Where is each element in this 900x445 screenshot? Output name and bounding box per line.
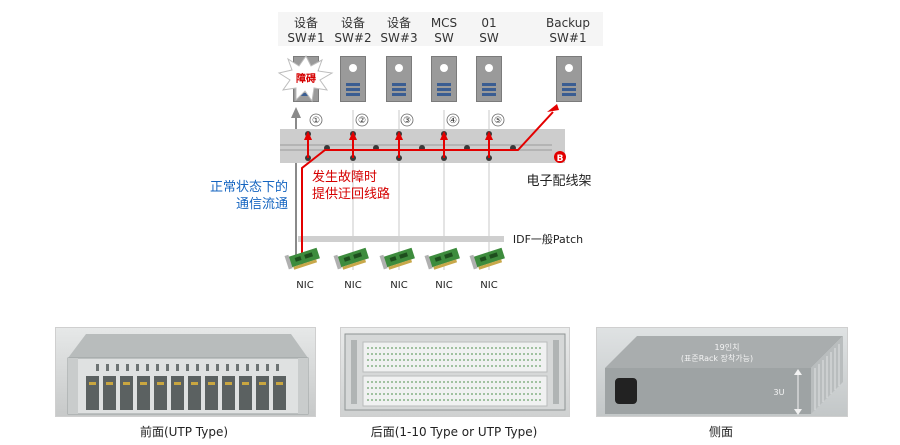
fault-path-note-line2: 提供迂回线路 bbox=[312, 187, 391, 202]
switch-label-line2: SW#2 bbox=[334, 31, 372, 45]
fault-path-arrowheads bbox=[304, 104, 559, 140]
nic-label: NIC bbox=[435, 280, 453, 291]
switch-label-line1: 01 bbox=[481, 16, 497, 30]
nic-label: NIC bbox=[480, 280, 498, 291]
nic-card-icon bbox=[333, 247, 369, 270]
backup-marker bbox=[554, 151, 566, 163]
switch-label-backup: Backup SW#1 bbox=[540, 16, 596, 46]
rear-view-caption: 后面(1-10 Type or UTP Type) bbox=[370, 425, 538, 439]
server-backup bbox=[556, 56, 582, 102]
side-height-mark: 3U bbox=[773, 388, 785, 397]
switch-label-line2: SW#3 bbox=[380, 31, 418, 45]
switch-label-sw2: 设备 SW#2 bbox=[325, 16, 381, 46]
switch-label-line1: 设备 bbox=[386, 16, 411, 30]
side-sticker-line1: 19인치 bbox=[714, 343, 740, 352]
server-sw3 bbox=[386, 56, 412, 102]
normal-path-note-line2: 通信流通 bbox=[235, 197, 288, 212]
switch-label-line2: SW#1 bbox=[549, 31, 587, 45]
patch-panel-label: 电子配线架 bbox=[526, 174, 592, 189]
switch-label-01: 01 SW bbox=[461, 16, 517, 46]
port-number: ④ bbox=[449, 116, 457, 126]
side-view-caption: 侧面 bbox=[708, 425, 733, 439]
nic-card-icon bbox=[469, 247, 505, 270]
switch-label-mcs: MCS SW bbox=[416, 16, 472, 46]
side-sticker-line2: (표준Rack 장착가능) bbox=[680, 354, 754, 363]
nic-card-icon bbox=[284, 247, 320, 270]
switch-label-line2: SW bbox=[434, 31, 454, 45]
front-view-caption: 前面(UTP Type) bbox=[139, 425, 229, 439]
port-number-circles bbox=[309, 113, 505, 127]
backup-marker-text: B bbox=[557, 154, 564, 164]
normal-path-note: 正常状态下的 通信流通 bbox=[176, 179, 288, 213]
switch-label-line1: 设备 bbox=[340, 16, 365, 30]
normal-path-note-line1: 正常状态下的 bbox=[209, 180, 288, 195]
port-number: ② bbox=[358, 116, 366, 126]
front-rack-image bbox=[67, 334, 309, 415]
rear-rack-image bbox=[344, 333, 566, 411]
nic-label: NIC bbox=[390, 280, 408, 291]
normal-path-arrowhead bbox=[291, 107, 301, 118]
nic-label: NIC bbox=[344, 280, 362, 291]
fault-path bbox=[301, 111, 554, 265]
idf-patch-bar bbox=[298, 236, 504, 242]
fault-label: 障碍 bbox=[296, 74, 316, 85]
port-number-labels: ① ② ③ ④ ⑤ bbox=[312, 116, 502, 126]
switch-label-line1: Backup bbox=[546, 16, 590, 30]
switch-label-sw1: 设备 SW#1 bbox=[278, 16, 334, 46]
fault-burst-icon bbox=[277, 55, 334, 103]
port-number: ③ bbox=[403, 116, 411, 126]
side-view-photo: 19인치 (표준Rack 장착가능) 3U bbox=[596, 327, 848, 417]
nic-cards bbox=[284, 247, 505, 270]
switch-label-line1: 设备 bbox=[293, 16, 318, 30]
front-view-photo bbox=[55, 327, 316, 417]
switch-header-band bbox=[278, 12, 603, 46]
nic-label: NIC bbox=[296, 280, 314, 291]
fault-path-note: 发生故障时 提供迂回线路 bbox=[312, 169, 422, 203]
fault-path-note-line1: 发生故障时 bbox=[312, 170, 378, 185]
rear-view-photo bbox=[340, 327, 570, 417]
switch-label-sw3: 设备 SW#3 bbox=[371, 16, 427, 46]
server-mcs bbox=[431, 56, 457, 102]
side-rack-image bbox=[605, 336, 843, 415]
nic-card-icon bbox=[379, 247, 415, 270]
server-towers bbox=[277, 55, 582, 103]
switch-label-line1: MCS bbox=[430, 16, 458, 30]
nic-card-icon bbox=[424, 247, 460, 270]
switch-label-line2: SW#1 bbox=[287, 31, 325, 45]
switch-label-line2: SW bbox=[479, 31, 499, 45]
server-sw2 bbox=[340, 56, 366, 102]
port-number: ① bbox=[312, 116, 320, 126]
server-01 bbox=[476, 56, 502, 102]
idf-patch-label: IDF一般Patch bbox=[512, 233, 584, 246]
port-number: ⑤ bbox=[494, 116, 502, 126]
